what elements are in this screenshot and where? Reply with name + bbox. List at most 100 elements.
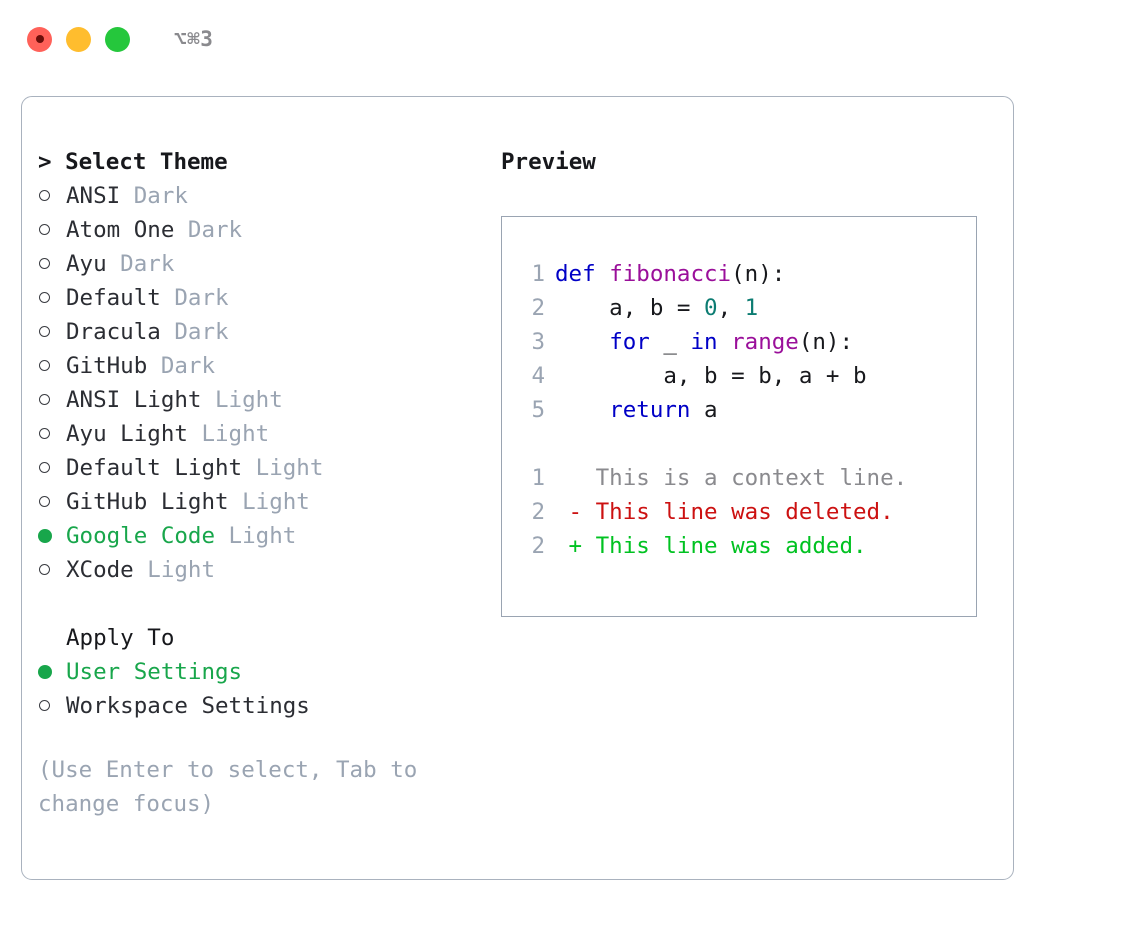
- theme-option-7[interactable]: Ayu Light Light: [38, 417, 488, 451]
- token-fn: range: [731, 329, 799, 355]
- line-content: a, b = b, a + b: [545, 359, 867, 393]
- token-kw: in: [690, 329, 718, 355]
- close-button[interactable]: [27, 26, 52, 52]
- option-label: Default: [66, 285, 161, 311]
- option-label: GitHub Light: [66, 489, 229, 515]
- line-content: a, b = 0, 1: [545, 291, 758, 325]
- theme-option-3[interactable]: Default Dark: [38, 281, 488, 315]
- line-number: 2: [531, 295, 545, 321]
- radio-mark: [39, 292, 50, 303]
- radio-mark: [39, 462, 50, 473]
- option-label: Default Light: [66, 455, 243, 481]
- option-label: Workspace Settings: [66, 693, 310, 719]
- apply-to-option-1[interactable]: Workspace Settings: [38, 689, 488, 723]
- radio-mark: [39, 360, 50, 371]
- select-theme-heading: > Select Theme: [38, 149, 228, 175]
- option-variant-label: Light: [228, 489, 310, 515]
- option-label: Atom One: [66, 217, 175, 243]
- line-number: 1: [531, 261, 545, 287]
- option-label: Ayu Light: [66, 421, 188, 447]
- theme-option-1[interactable]: Atom One Dark: [38, 213, 488, 247]
- option-label: Dracula: [66, 319, 161, 345]
- option-label: GitHub: [66, 353, 148, 379]
- radio-mark: [39, 700, 50, 711]
- theme-option-4[interactable]: Dracula Dark: [38, 315, 488, 349]
- radio-mark: [39, 190, 50, 201]
- line-number: 5: [531, 397, 545, 423]
- apply-to-heading: Apply To: [66, 625, 175, 651]
- code-line: 5 return a: [519, 393, 976, 427]
- token-txt: [555, 329, 609, 355]
- radio-mark: [39, 428, 50, 439]
- option-label: ANSI: [66, 183, 121, 209]
- line-content: def fibonacci(n):: [545, 257, 785, 291]
- radio-mark: [39, 258, 50, 269]
- radio-mark: [38, 529, 52, 543]
- minimize-button[interactable]: [66, 26, 91, 52]
- theme-option-0[interactable]: ANSI Dark: [38, 179, 488, 213]
- line-content: + This line was added.: [545, 529, 867, 563]
- token-num: 0: [704, 295, 718, 321]
- token-txt: a: [690, 397, 718, 423]
- option-variant-label: Light: [215, 523, 297, 549]
- theme-option-6[interactable]: ANSI Light Light: [38, 383, 488, 417]
- preview-heading: Preview: [501, 149, 596, 175]
- line-content: This is a context line.: [545, 461, 908, 495]
- code-line: 2 a, b = 0, 1: [519, 291, 976, 325]
- line-content: - This line was deleted.: [545, 495, 894, 529]
- theme-option-2[interactable]: Ayu Dark: [38, 247, 488, 281]
- token-txt: a, b = b, a + b: [555, 363, 867, 389]
- line-number: 4: [531, 363, 545, 389]
- diff-sample: 1 This is a context line.2 - This line w…: [519, 461, 976, 563]
- token-kw: return: [609, 397, 691, 423]
- option-variant-label: Light: [201, 387, 283, 413]
- theme-option-11[interactable]: XCode Light: [38, 553, 488, 587]
- option-label: Ayu: [66, 251, 107, 277]
- code-line: 3 for _ in range(n):: [519, 325, 976, 359]
- radio-mark: [39, 496, 50, 507]
- option-variant-label: Dark: [147, 353, 216, 379]
- line-number: 3: [531, 329, 545, 355]
- token-ctx: This is a context line.: [555, 465, 908, 491]
- diff-line: 2 + This line was added.: [519, 529, 976, 563]
- maximize-button[interactable]: [105, 26, 130, 52]
- token-txt: a, b =: [555, 295, 705, 321]
- token-kw: def: [555, 261, 610, 287]
- token-txt: ,: [717, 295, 745, 321]
- option-variant-label: Dark: [160, 285, 229, 311]
- code-diff-gap: [519, 427, 976, 461]
- theme-option-9[interactable]: GitHub Light Light: [38, 485, 488, 519]
- title-bar: ⌥⌘3: [0, 0, 1140, 78]
- option-variant-label: Dark: [106, 251, 175, 277]
- token-del: - This line was deleted.: [555, 499, 894, 525]
- theme-option-5[interactable]: GitHub Dark: [38, 349, 488, 383]
- theme-option-10[interactable]: Google Code Light: [38, 519, 488, 553]
- token-txt: (n):: [731, 261, 786, 287]
- option-label: Google Code: [66, 523, 216, 549]
- option-label: User Settings: [66, 659, 243, 685]
- window-controls: [27, 26, 130, 52]
- line-content: return a: [545, 393, 718, 427]
- diff-line: 1 This is a context line.: [519, 461, 976, 495]
- keyboard-hint-text: (Use Enter to select, Tab to change focu…: [38, 757, 431, 817]
- code-line: 4 a, b = b, a + b: [519, 359, 976, 393]
- option-variant-label: Dark: [120, 183, 188, 209]
- option-variant-label: Light: [187, 421, 270, 447]
- theme-option-8[interactable]: Default Light Light: [38, 451, 488, 485]
- apply-to-option-0[interactable]: User Settings: [38, 655, 488, 689]
- radio-mark: [38, 665, 52, 679]
- radio-mark: [39, 224, 50, 235]
- diff-line: 2 - This line was deleted.: [519, 495, 976, 529]
- token-add: + This line was added.: [555, 533, 867, 559]
- token-kw: for: [609, 329, 650, 355]
- token-num: 1: [744, 295, 759, 321]
- option-variant-label: Light: [133, 557, 216, 583]
- option-label: ANSI Light: [66, 387, 202, 413]
